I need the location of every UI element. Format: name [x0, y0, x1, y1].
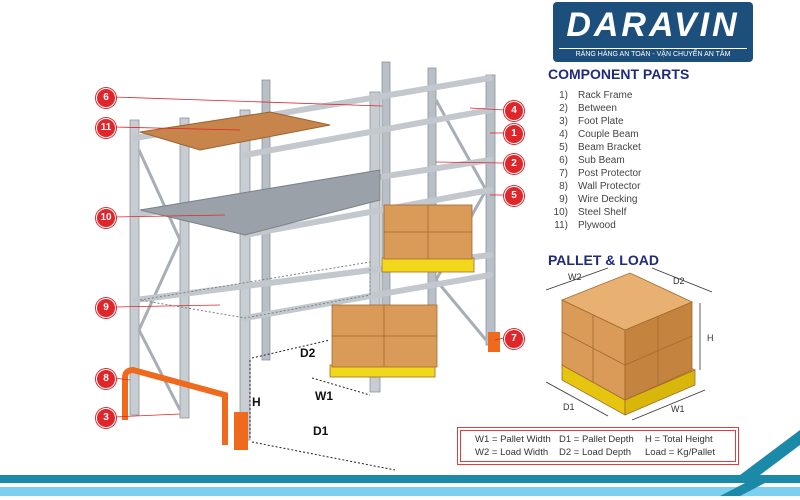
list-item: 2) Between — [548, 102, 641, 115]
legend-w2: W2 = Load Width — [475, 447, 549, 458]
stripe-dark — [0, 475, 800, 483]
marker-3: 3 — [96, 408, 116, 428]
legend-load: Load = Kg/Pallet — [645, 447, 715, 458]
item-number: 4) — [559, 129, 568, 140]
list-item: 11) Plywood — [548, 219, 641, 232]
item-number: 9) — [559, 194, 568, 205]
wire-decking — [139, 261, 371, 319]
dim-d2: D2 — [300, 346, 316, 360]
dim-h: H — [252, 395, 261, 409]
item-label: Foot Plate — [578, 116, 624, 127]
list-item: 5) Beam Bracket — [548, 141, 641, 154]
marker-11: 11 — [96, 118, 116, 138]
marker-1: 1 — [504, 124, 524, 144]
legend-d1: D1 = Pallet Depth — [559, 434, 634, 445]
list-item: 4) Couple Beam — [548, 128, 641, 141]
stripe-light — [0, 487, 800, 496]
item-label: Wire Decking — [578, 194, 638, 205]
item-label: Between — [578, 103, 617, 114]
marker-6: 6 — [96, 88, 116, 108]
steel-shelf — [139, 169, 381, 236]
item-number: 1) — [559, 90, 568, 101]
list-item: 8) Wall Protector — [548, 180, 641, 193]
label-h: H — [707, 333, 714, 343]
label-d1: D1 — [563, 402, 575, 412]
item-number: 3) — [559, 116, 568, 127]
item-number: 5) — [559, 142, 568, 153]
legend-w1: W1 = Pallet Width — [475, 434, 551, 445]
marker-9: 9 — [96, 298, 116, 318]
item-label: Beam Bracket — [578, 142, 641, 153]
marker-5: 5 — [504, 186, 524, 206]
wall-protector — [122, 366, 228, 445]
item-label: Couple Beam — [578, 129, 639, 140]
list-item: 7) Post Protector — [548, 167, 641, 180]
legend-d2: D2 = Load Depth — [559, 447, 632, 458]
pallet-load-diagram — [560, 272, 696, 416]
item-label: Plywood — [578, 220, 616, 231]
item-number: 10) — [553, 207, 568, 218]
dim-w1: W1 — [315, 389, 333, 403]
item-number: 8) — [559, 181, 568, 192]
label-w1: W1 — [671, 404, 685, 414]
logo-wordmark: DARAVIN — [566, 6, 740, 44]
item-number: 6) — [559, 155, 568, 166]
marker-10: 10 — [96, 208, 116, 228]
item-number: 7) — [559, 168, 568, 179]
component-parts-list: 1) Rack Frame 2) Between 3) Foot Plate 4) Co… — [548, 89, 642, 232]
item-label: Post Protector — [578, 168, 642, 179]
pallet-load-title: PALLET & LOAD — [548, 252, 659, 268]
component-parts-title: COMPONENT PARTS — [548, 66, 690, 82]
label-w2: W2 — [568, 272, 582, 282]
item-label: Steel Shelf — [578, 207, 627, 218]
logo-tagline: RÀNG HÀNG AN TOÀN - VẬN CHUYỂN AN TÂM — [559, 48, 747, 58]
list-item: 6) Sub Beam — [548, 154, 641, 167]
dim-d1: D1 — [313, 424, 329, 438]
legend-h: H = Total Height — [645, 434, 713, 445]
plywood-shelf — [139, 111, 331, 151]
list-item: 10) Steel Shelf — [548, 206, 641, 219]
list-item: 1) Rack Frame — [548, 89, 641, 102]
marker-2: 2 — [504, 154, 524, 174]
item-label: Sub Beam — [578, 155, 625, 166]
item-number: 11) — [554, 220, 568, 231]
dimension-legend: W1 = Pallet Width D1 = Pallet Depth H = To… — [457, 427, 739, 465]
marker-4: 4 — [504, 101, 524, 121]
brand-logo: DARAVIN RÀNG HÀNG AN TOÀN - VẬN CHUYỂN A… — [553, 2, 753, 62]
item-label: Wall Protector — [578, 181, 641, 192]
list-item: 9) Wire Decking — [548, 193, 641, 206]
item-label: Rack Frame — [578, 90, 633, 101]
label-d2: D2 — [673, 276, 685, 286]
item-number: 2) — [559, 103, 568, 114]
list-item: 3) Foot Plate — [548, 115, 641, 128]
marker-8: 8 — [96, 369, 116, 389]
marker-7: 7 — [504, 329, 524, 349]
post-protector — [234, 412, 248, 450]
